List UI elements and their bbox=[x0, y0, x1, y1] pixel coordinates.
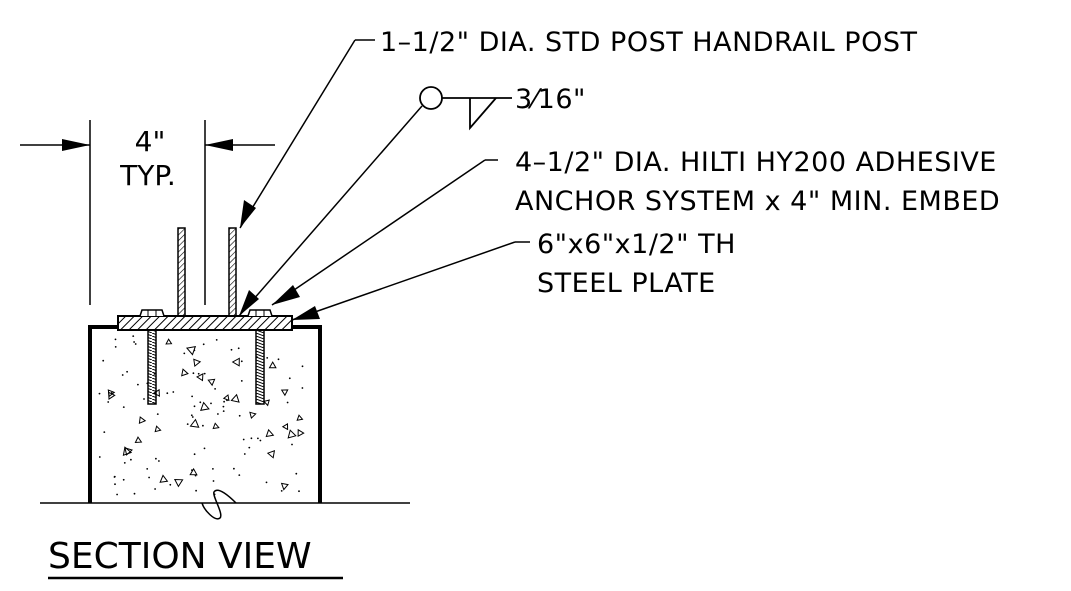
post-leader bbox=[239, 39, 375, 229]
weld-size: 3⁄16" bbox=[515, 84, 586, 115]
plate-leader bbox=[291, 241, 530, 321]
post-callout: 1–1/2" DIA. STD POST HANDRAIL POST bbox=[380, 27, 917, 58]
plate-callout-line2: STEEL PLATE bbox=[537, 268, 716, 299]
plate-callout-line1: 6"x6"x1/2" TH bbox=[537, 229, 736, 260]
break-line bbox=[201, 489, 237, 520]
concrete-aggregate bbox=[98, 335, 305, 496]
anchor-callout-line1: 4–1/2" DIA. HILTI HY200 ADHESIVE bbox=[515, 147, 997, 178]
anchor-nuts bbox=[139, 309, 273, 317]
anchor-callout-line2: ANCHOR SYSTEM x 4" MIN. EMBED bbox=[515, 186, 1000, 217]
view-title: SECTION VIEW bbox=[48, 536, 312, 577]
dimension-4in bbox=[20, 120, 275, 305]
anchor-rods bbox=[147, 329, 265, 405]
weld-symbol bbox=[238, 86, 512, 317]
anchor-leader bbox=[271, 159, 498, 306]
dimension-value: 4" bbox=[135, 125, 166, 158]
handrail-post bbox=[177, 227, 237, 317]
concrete-footing bbox=[88, 325, 322, 503]
steel-plate bbox=[117, 315, 293, 331]
dimension-qualifier: TYP. bbox=[119, 159, 176, 192]
